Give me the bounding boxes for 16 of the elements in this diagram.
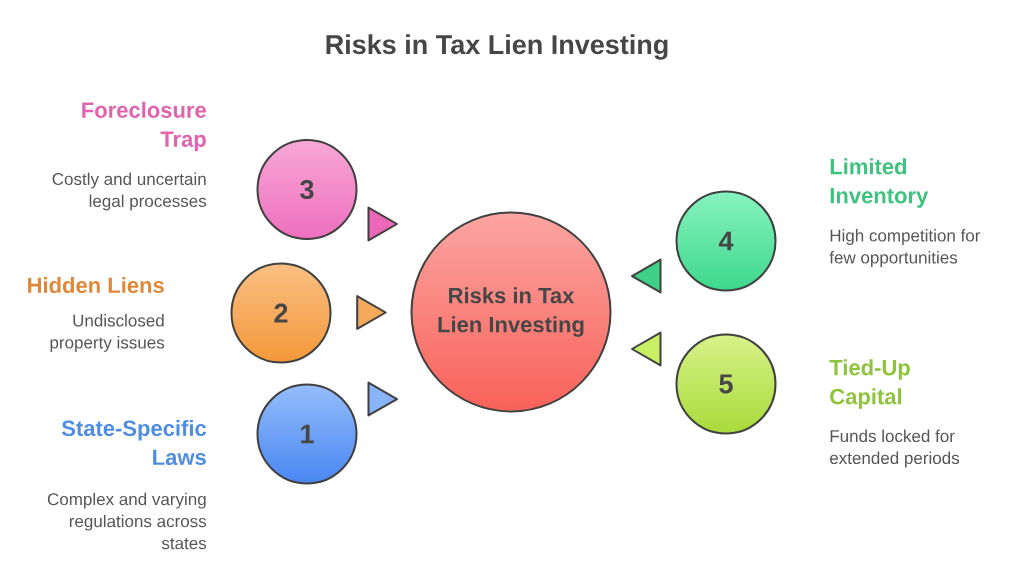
risk-heading: Limited Inventory [830,158,929,208]
risk-description: High competition for few opportunities [829,229,981,267]
risk-description: Undisclosed property issues [50,314,165,352]
triangle-arrowhead [631,258,662,294]
risk-heading: State-Specific Laws [61,419,207,466]
triangle-arrowhead [631,331,662,367]
risk-heading: Tied-Up Capital [829,359,910,409]
title: Risks in Tax Lien Investing [326,34,668,60]
triangle-arrowhead [356,295,387,330]
risk-heading: Hidden Liens [28,276,164,294]
risk-heading: Foreclosure Trap [82,101,206,152]
triangle-arrowhead [367,381,398,417]
risk-description: Costly and uncertain legal processes [52,172,207,211]
risk-description: Complex and varying regulations across states [47,492,207,550]
risk-description: Funds locked for extended periods [830,429,960,468]
triangle-arrowhead [367,206,398,242]
